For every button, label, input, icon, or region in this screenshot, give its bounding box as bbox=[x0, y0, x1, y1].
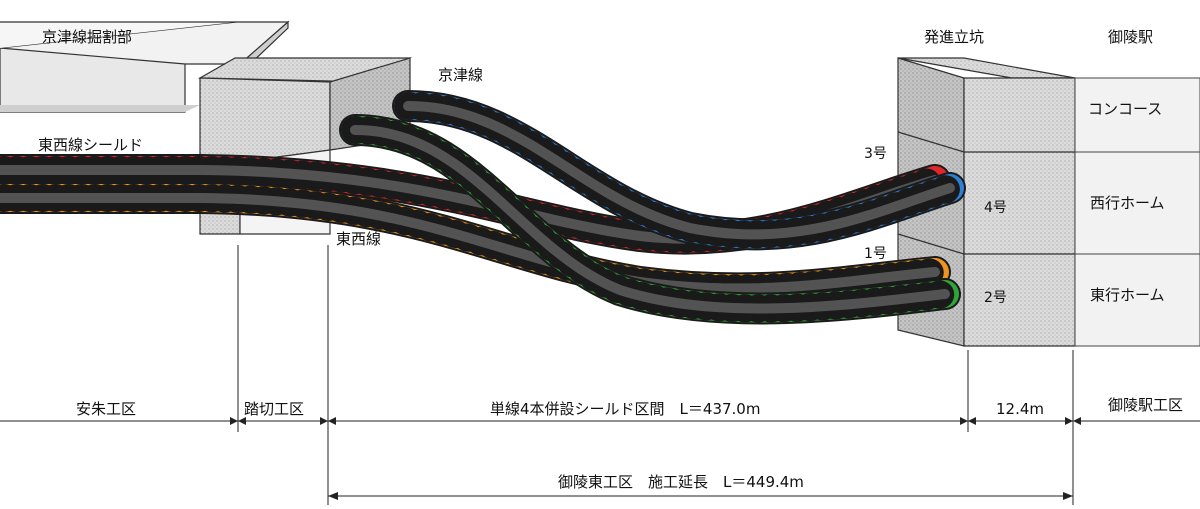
launch-shaft-label: 発進立坑 bbox=[924, 28, 984, 46]
section-shield-label: 単線4本併設シールド区間 L＝437.0m bbox=[490, 400, 760, 418]
section-fumikiri-label: 踏切工区 bbox=[244, 400, 304, 418]
westbound-platform-label: 西行ホーム bbox=[1090, 194, 1165, 212]
eastbound-platform-label: 東行ホーム bbox=[1090, 286, 1165, 304]
keishin-line-label: 京津線 bbox=[438, 66, 483, 84]
misasagi-station-label: 御陵駅 bbox=[1108, 28, 1153, 46]
shield-tunnels bbox=[0, 90, 966, 325]
dimension-lines bbox=[0, 245, 1200, 505]
tube-3-label: 3号 bbox=[864, 146, 887, 162]
concourse-label: コンコース bbox=[1088, 100, 1162, 118]
tube-2-label: 2号 bbox=[984, 290, 1007, 306]
section-station-label: 御陵駅工区 bbox=[1108, 396, 1183, 414]
dimension-arrows bbox=[230, 417, 1081, 500]
section-yasu-label: 安朱工区 bbox=[76, 400, 136, 418]
keishin-cut-label: 京津線掘割部 bbox=[42, 28, 132, 46]
tube-4-label: 4号 bbox=[984, 200, 1007, 216]
keishin-cut-structure bbox=[0, 20, 290, 113]
blue-tunnel-tube bbox=[392, 90, 966, 251]
section-shaft-length-label: 12.4m bbox=[996, 400, 1044, 418]
tube-1-label: 1号 bbox=[864, 246, 887, 262]
tozai-line-label: 東西線 bbox=[336, 230, 381, 248]
misasagi-station-block bbox=[1074, 77, 1200, 347]
green-tunnel-tube bbox=[339, 114, 961, 325]
tozai-shield-label: 東西線シールド bbox=[38, 136, 143, 154]
section-total-label: 御陵東工区 施工延長 L＝449.4m bbox=[558, 473, 804, 491]
